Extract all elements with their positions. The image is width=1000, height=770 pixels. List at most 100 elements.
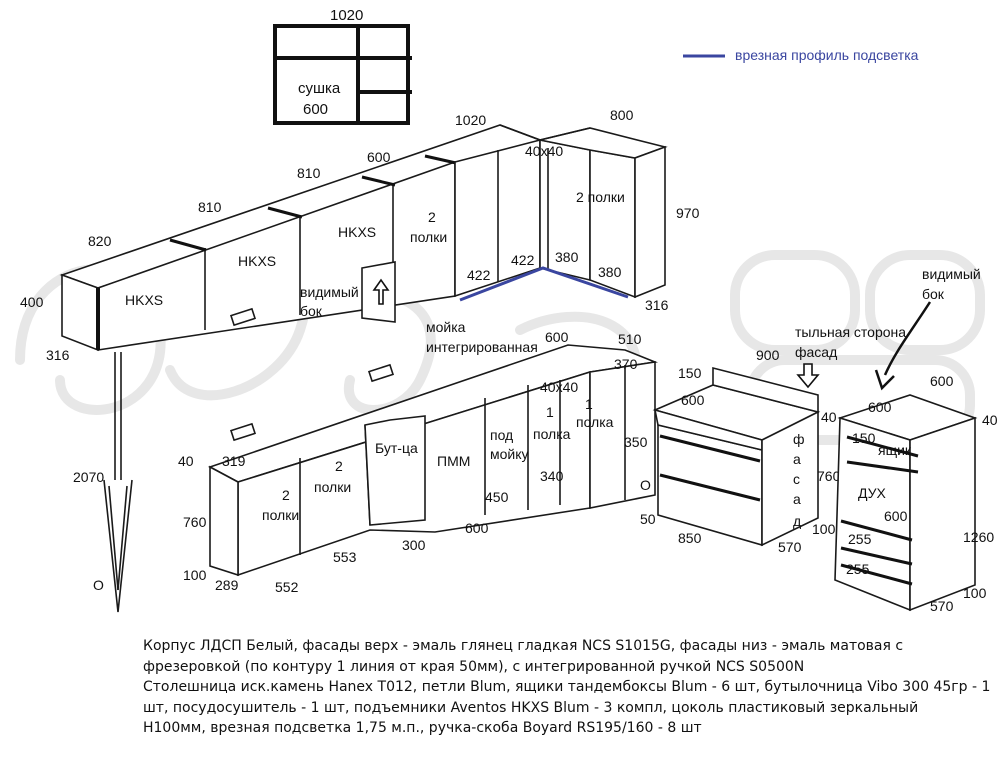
- spec-notes: Корпус ЛДСП Белый, фасады верх - эмаль г…: [143, 636, 991, 739]
- island-dim-50: 50: [640, 511, 656, 527]
- oven-dim-40: 40: [982, 412, 998, 428]
- oven-drawer: ящик: [878, 442, 912, 458]
- upper-visible-side-2: бок: [300, 303, 323, 319]
- upper-dim-316-right: 316: [645, 297, 669, 313]
- legend: врезная профиль подсветка: [683, 47, 919, 63]
- lower-dim-350: 350: [624, 434, 648, 450]
- upper-dim-316-left: 316: [46, 347, 70, 363]
- lower-front-2a: 2: [335, 458, 343, 474]
- lower-dim-370: 370: [614, 356, 638, 372]
- upper-dim-800: 800: [610, 107, 634, 123]
- upper-front-2: HKXS: [238, 253, 276, 269]
- lower-dim-552: 552: [275, 579, 299, 595]
- lower-dim-340: 340: [540, 468, 564, 484]
- oven-column: видимый бок 600 600 40 150 ящик ДУХ 600 …: [834, 266, 998, 614]
- island-dim-900: 900: [756, 347, 780, 363]
- lower-front-corner-2: полка: [533, 426, 571, 442]
- spec-line-2: фрезеровкой (по контуру 1 линия от края …: [143, 658, 805, 675]
- kitchen-drawing: врезная профиль подсветка 1020 сушка 600: [15, 7, 998, 614]
- island-dim-600: 600: [681, 392, 705, 408]
- island-dim-570: 570: [778, 539, 802, 555]
- inset-width-label: 1020: [330, 7, 363, 24]
- oven-dim-600: 600: [884, 508, 908, 524]
- island-back-1: тыльная сторона: [795, 324, 906, 340]
- upper-dim-970: 970: [676, 205, 700, 221]
- lower-sink-1: мойка: [426, 319, 466, 335]
- oven-dim-570: 570: [930, 598, 954, 614]
- island-facade-letter-5: д: [793, 513, 801, 529]
- upper-corner-size: 40x40: [525, 143, 563, 159]
- upper-shelves-word: полки: [410, 229, 447, 245]
- island-dim-40: 40: [821, 409, 837, 425]
- island-facade-letter-3: с: [793, 471, 800, 487]
- inset-name: сушка: [298, 80, 341, 97]
- spec-line-5: Н100мм, врезная подсветка 1,75 м.п., руч…: [143, 720, 702, 736]
- lower-front-dishwasher: ПММ: [437, 453, 470, 469]
- lower-dim-450: 450: [485, 489, 509, 505]
- island: 900 150 600 40 760 50 850 570 100 О ф а …: [640, 324, 906, 555]
- upper-inner-422a: 422: [467, 267, 491, 283]
- upper-dim-1020: 1020: [455, 112, 486, 128]
- spec-line-4: шт, посудосушитель - 1 шт, подъемники Av…: [143, 699, 919, 716]
- oven-dim-150: 150: [852, 430, 876, 446]
- lower-dim-600-top: 600: [545, 329, 569, 345]
- inset-drawer: 1020 сушка 600: [273, 7, 412, 125]
- upper-front-3: HKXS: [338, 224, 376, 240]
- upper-inner-380a: 380: [555, 249, 579, 265]
- island-back-2: фасад: [795, 344, 837, 360]
- upper-corner-shelves: 2 полки: [576, 189, 625, 205]
- oven-dim-255a: 255: [848, 531, 872, 547]
- upper-dim-810a: 810: [198, 199, 222, 215]
- oven-label: ДУХ: [858, 485, 887, 501]
- lower-front-corner-1: 1: [546, 404, 554, 420]
- lower-front-bottle: Бут-ца: [375, 440, 418, 456]
- island-facade-letter-2: а: [793, 451, 801, 467]
- upper-visible-side-1: видимый: [300, 284, 359, 300]
- lower-dim-510: 510: [618, 331, 642, 347]
- upper-dim-820: 820: [88, 233, 112, 249]
- spec-line-1: Корпус ЛДСП Белый, фасады верх - эмаль г…: [143, 638, 904, 654]
- oven-dim-255b: 255: [846, 561, 870, 577]
- inset-size: 600: [303, 101, 328, 118]
- island-facade-letter-4: а: [793, 491, 801, 507]
- oven-dim-600-depth: 600: [868, 399, 892, 415]
- oven-visible-side-1: видимый: [922, 266, 981, 282]
- island-dim-850: 850: [678, 530, 702, 546]
- oven-dim-100: 100: [963, 585, 987, 601]
- lower-dim-760: 760: [183, 514, 207, 530]
- island-facade-letter-1: ф: [793, 431, 805, 447]
- lower-front-2b: полки: [314, 479, 351, 495]
- lower-dim-40: 40: [178, 453, 194, 469]
- oven-visible-side-2: бок: [922, 286, 945, 302]
- lower-front-right-2: полка: [576, 414, 614, 430]
- upper-shelves-num: 2: [428, 209, 436, 225]
- lower-sink-2: интегрированная: [426, 339, 538, 355]
- lower-cabinets: мойка интегрированная 600 510 370 40x40 …: [178, 319, 659, 595]
- lower-front-sink-1: под: [490, 427, 513, 443]
- tall-column: 2070 О: [73, 352, 133, 613]
- lower-dim-100: 100: [183, 567, 207, 583]
- lower-front-1a: 2: [282, 487, 290, 503]
- spec-line-3: Столешница иск.камень Hanex T012, петли …: [143, 679, 991, 695]
- lower-dim-289: 289: [215, 577, 239, 593]
- island-circle-mark: О: [640, 477, 651, 493]
- island-dim-760: 760: [817, 468, 841, 484]
- upper-dim-400: 400: [20, 294, 44, 310]
- oven-dim-1260: 1260: [963, 529, 994, 545]
- upper-inner-380b: 380: [598, 264, 622, 280]
- upper-dim-810b: 810: [297, 165, 321, 181]
- island-dim-100: 100: [812, 521, 836, 537]
- lower-dim-553: 553: [333, 549, 357, 565]
- tall-dim-2070: 2070: [73, 469, 104, 485]
- upper-dim-600: 600: [367, 149, 391, 165]
- lower-dim-300: 300: [402, 537, 426, 553]
- upper-inner-422b: 422: [511, 252, 535, 268]
- lower-dim-319: 319: [222, 453, 246, 469]
- lower-front-right-1: 1: [585, 396, 593, 412]
- lower-front-1b: полки: [262, 507, 299, 523]
- lower-dim-600: 600: [465, 520, 489, 536]
- tall-circle-mark: О: [93, 577, 104, 593]
- island-dim-150: 150: [678, 365, 702, 381]
- lower-front-sink-2: мойку: [490, 446, 529, 462]
- legend-text: врезная профиль подсветка: [735, 47, 919, 63]
